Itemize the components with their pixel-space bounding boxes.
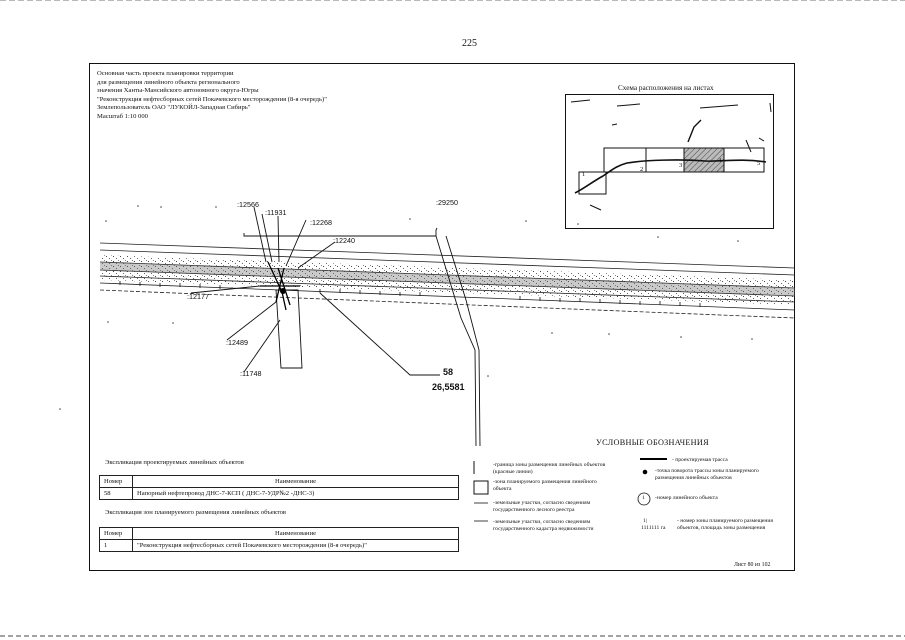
title-block: Основная часть проекта планировки террит… — [97, 70, 327, 122]
drawing-frame — [89, 63, 795, 571]
parcel-label: :11931 — [265, 208, 287, 217]
legend-item: - проектируемая трасса — [672, 457, 728, 463]
page-number: 225 — [462, 38, 477, 49]
zones-table: Номер Наименование 1 "Реконструкция нефт… — [99, 527, 459, 552]
terrain-dots — [59, 205, 753, 410]
table-header: Наименование — [132, 475, 459, 488]
parcel-outlines — [190, 206, 481, 447]
sheet-number: 3 — [679, 162, 683, 169]
parcel-label: :12566 — [237, 200, 259, 209]
sheet-number: 5 — [757, 160, 761, 167]
title-line: "Реконструкция нефтесборных сетей Покаче… — [97, 95, 327, 103]
parcel-label: :29250 — [436, 198, 458, 207]
table-header: Наименование — [132, 527, 459, 540]
legend-item: -земельные участки, согласно сведениям г… — [493, 519, 594, 532]
legend-circle-number: 1 — [642, 495, 645, 501]
legend-item: -номер линейного объекта — [655, 495, 718, 501]
parcel-label: :12268 — [310, 218, 332, 227]
legend-zone-area: 1111111 га — [641, 525, 666, 531]
legend-item: -точка поворота трассы зоны планируемого… — [655, 468, 759, 481]
sheet-number: 2 — [640, 166, 644, 173]
table-cell: Напорный нефтепровод ДНС-7-КСП ( ДНС-7-У… — [132, 487, 459, 500]
legend-item: -граница зоны размещения линейных объект… — [493, 462, 606, 475]
title-line: Землепользователь ОАО "ЛУКОЙЛ-Западная С… — [97, 104, 251, 112]
scan-edge-top — [0, 0, 905, 1]
table-row: 58 Напорный нефтепровод ДНС-7-КСП ( ДНС-… — [99, 487, 459, 500]
legend-item: -зона планируемого размещения линейного … — [493, 479, 597, 492]
legend-title: УСЛОВНЫЕ ОБОЗНАЧЕНИЯ — [596, 438, 709, 447]
turn-point — [280, 288, 286, 294]
table-cell: 58 — [99, 487, 133, 500]
boundary-ticks — [119, 281, 701, 307]
parcel-label: :12489 — [226, 338, 248, 347]
parcel-label: :12240 — [333, 236, 355, 245]
scan-edge-bottom — [0, 635, 905, 637]
table-cell: 1 — [99, 539, 133, 552]
linear-objects-table: Номер Наименование 58 Напорный нефтепров… — [99, 475, 459, 500]
table-header: Номер — [99, 475, 133, 488]
title-line: для размещения линейного объекта региона… — [97, 78, 240, 86]
title-line: значения Ханты-Мансийского автономного о… — [97, 87, 259, 95]
sheet-number: 4 — [718, 157, 722, 164]
table-row: 1 "Реконструкция нефтесборных сетей Пока… — [99, 539, 459, 552]
table2-caption: Экспликация зон планируемого размещения … — [105, 509, 287, 516]
parcel-label: :12177 — [187, 292, 209, 301]
legend-zone-number: 1| — [643, 518, 647, 524]
table-cell: "Реконструкция нефтесборных сетей Покаче… — [132, 539, 459, 552]
legend-item: -земельные участки, согласно сведениям г… — [493, 500, 591, 513]
sheet-location-scheme — [565, 94, 774, 229]
sheet-label: Лист 80 из 102 — [734, 562, 771, 568]
title-line: Основная часть проекта планировки террит… — [97, 70, 234, 77]
title-line: Масштаб 1:10 000 — [97, 112, 148, 120]
table1-caption: Экспликация проектируемых линейных объек… — [105, 459, 244, 466]
object-number: 58 — [443, 367, 454, 377]
sheet-number: 1 — [582, 171, 586, 178]
table-header: Номер — [99, 527, 133, 540]
parcel-label: :11748 — [240, 369, 262, 378]
legend-item: - номер зоны планируемого размещения объ… — [677, 518, 773, 531]
inset-title: Схема расположения на листах — [618, 84, 714, 92]
zone-area: 26,5581 — [432, 382, 465, 392]
